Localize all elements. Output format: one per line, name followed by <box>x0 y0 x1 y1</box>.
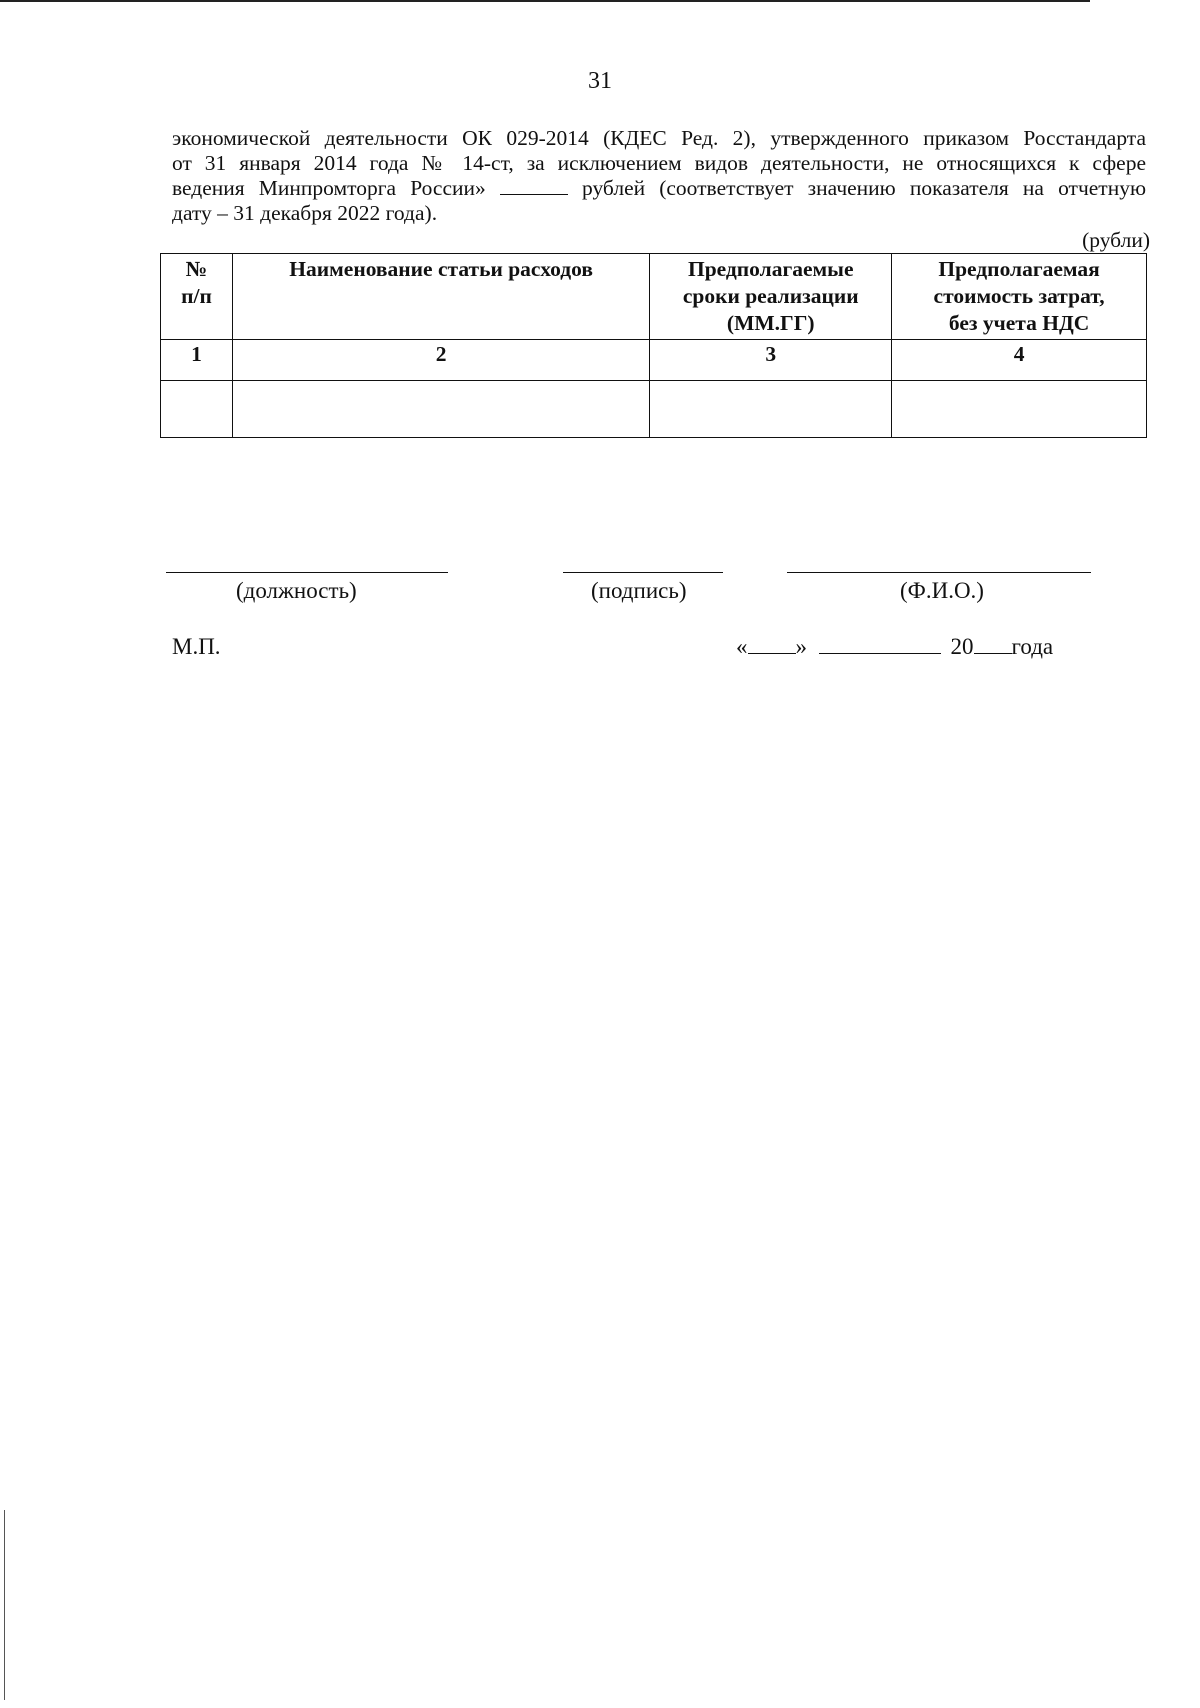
header-expense-item: Наименование статьи расходов <box>231 253 651 340</box>
body-paragraph: экономической деятельности ОК 029-2014 (… <box>172 126 1146 226</box>
header-text-line: Наименование статьи расходов <box>289 257 593 281</box>
table-header-row: № п/п Наименование статьи расходов Предпо… <box>160 253 1147 340</box>
year-blank[interactable] <box>973 635 1012 654</box>
paragraph-line: экономической деятельности ОК 029-2014 (… <box>172 126 1146 150</box>
quote-open: « <box>736 634 748 659</box>
day-blank[interactable] <box>747 635 796 654</box>
signature-line[interactable] <box>563 572 723 573</box>
units-label: (рубли) <box>1082 228 1150 252</box>
top-border-line <box>0 0 1090 2</box>
expenses-table: № п/п Наименование статьи расходов Предпо… <box>160 253 1147 438</box>
date-line: « » 20 года <box>736 634 1053 660</box>
table-cell[interactable] <box>891 380 1147 438</box>
header-text-line: сроки реализации <box>682 284 859 308</box>
position-label: (должность) <box>236 578 357 603</box>
left-scan-edge <box>4 1510 5 1700</box>
amount-blank[interactable] <box>499 180 568 195</box>
signature-label: (подпись) <box>591 578 687 603</box>
stamp-placeholder: М.П. <box>172 634 221 659</box>
month-blank[interactable] <box>818 635 941 654</box>
header-text-line: Предполагаемая <box>938 257 1100 281</box>
header-text-line: (ММ.ГГ) <box>726 311 815 335</box>
header-text-line: стоимость затрат, <box>933 284 1105 308</box>
page-number: 31 <box>588 68 612 94</box>
position-line[interactable] <box>166 572 448 573</box>
year-suffix: года <box>1011 634 1054 659</box>
column-number: 1 <box>160 339 233 381</box>
paragraph-text: рублей (соответствует значению показател… <box>582 176 1147 200</box>
header-text-line: Предполагаемые <box>687 257 854 281</box>
column-number: 4 <box>891 339 1147 381</box>
name-label: (Ф.И.О.) <box>900 578 984 603</box>
table-row <box>160 380 1147 438</box>
header-text-line: п/п <box>181 284 212 308</box>
column-number: 2 <box>231 339 651 381</box>
header-estimated-cost: Предполагаемая стоимость затрат, без учета… <box>891 253 1147 340</box>
year-prefix: 20 <box>950 634 974 659</box>
paragraph-line: дату – 31 декабря 2022 года). <box>172 201 438 225</box>
quote-close: » <box>795 634 808 659</box>
header-text-line: № <box>185 257 208 281</box>
column-number: 3 <box>649 339 893 381</box>
paragraph-line: ведения Минпромторга России» рублей (соо… <box>172 176 1146 201</box>
table-cell[interactable] <box>649 380 893 438</box>
column-number-row: 1 2 3 4 <box>160 339 1147 381</box>
paragraph-line: от 31 января 2014 года № 14-ст, за исклю… <box>172 151 1146 175</box>
header-implementation-period: Предполагаемые сроки реализации (ММ.ГГ) <box>649 253 893 340</box>
name-line[interactable] <box>787 572 1091 573</box>
header-text-line: без учета НДС <box>948 311 1090 335</box>
table-cell[interactable] <box>231 380 651 438</box>
paragraph-text: ведения Минпромторга России» <box>172 176 486 200</box>
header-number: № п/п <box>160 253 233 340</box>
table-cell[interactable] <box>160 380 233 438</box>
